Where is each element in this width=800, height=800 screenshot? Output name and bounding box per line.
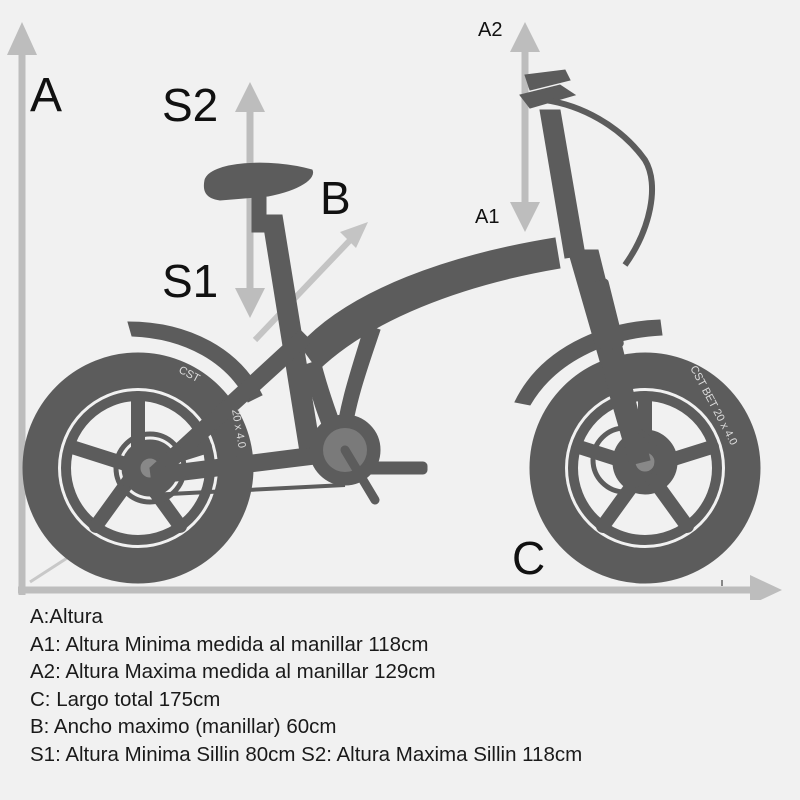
legend-line-a: A:Altura [30,605,103,628]
saddle [203,162,314,201]
label-s1: S1 [162,255,219,307]
head-tube [539,109,586,259]
label-s2: S2 [162,79,219,131]
dimension-legend: A:Altura A1: Altura Minima medida al man… [30,603,790,769]
label-b: B [320,172,351,224]
label-a1: A1 [475,206,500,228]
label-c: C [512,532,546,584]
axis-a-arrow [7,22,37,595]
rear-wheel [22,352,254,584]
seat-post [251,191,267,233]
front-fender [514,319,663,406]
axis-b-arrow [252,222,368,343]
bike-dimension-diagram: CST 20 x 4.0 CST BET 20 x 4.0 [7,22,782,600]
handlebar [544,97,655,267]
bike-silhouette [22,69,761,584]
label-a: A [30,69,63,122]
legend-line-a1: A1: Altura Minima medida al manillar 118… [30,632,429,656]
label-a2: A2 [478,19,503,41]
handlebar-height-arrow [510,22,540,232]
seat-height-arrow [235,82,265,318]
legend-line-s1-s2: S1: Altura Minima Sillin 80cm S2: Altura… [30,742,583,766]
axis-c-arrow [18,575,782,600]
bike-frame [299,237,561,371]
front-wheel [529,352,761,584]
legend-line-a2: A2: Altura Maxima medida al manillar 129… [30,660,436,684]
legend-line-c: C: Largo total 175cm [30,687,221,711]
legend-line-b: B: Ancho maximo (manillar) 60cm [30,715,337,739]
